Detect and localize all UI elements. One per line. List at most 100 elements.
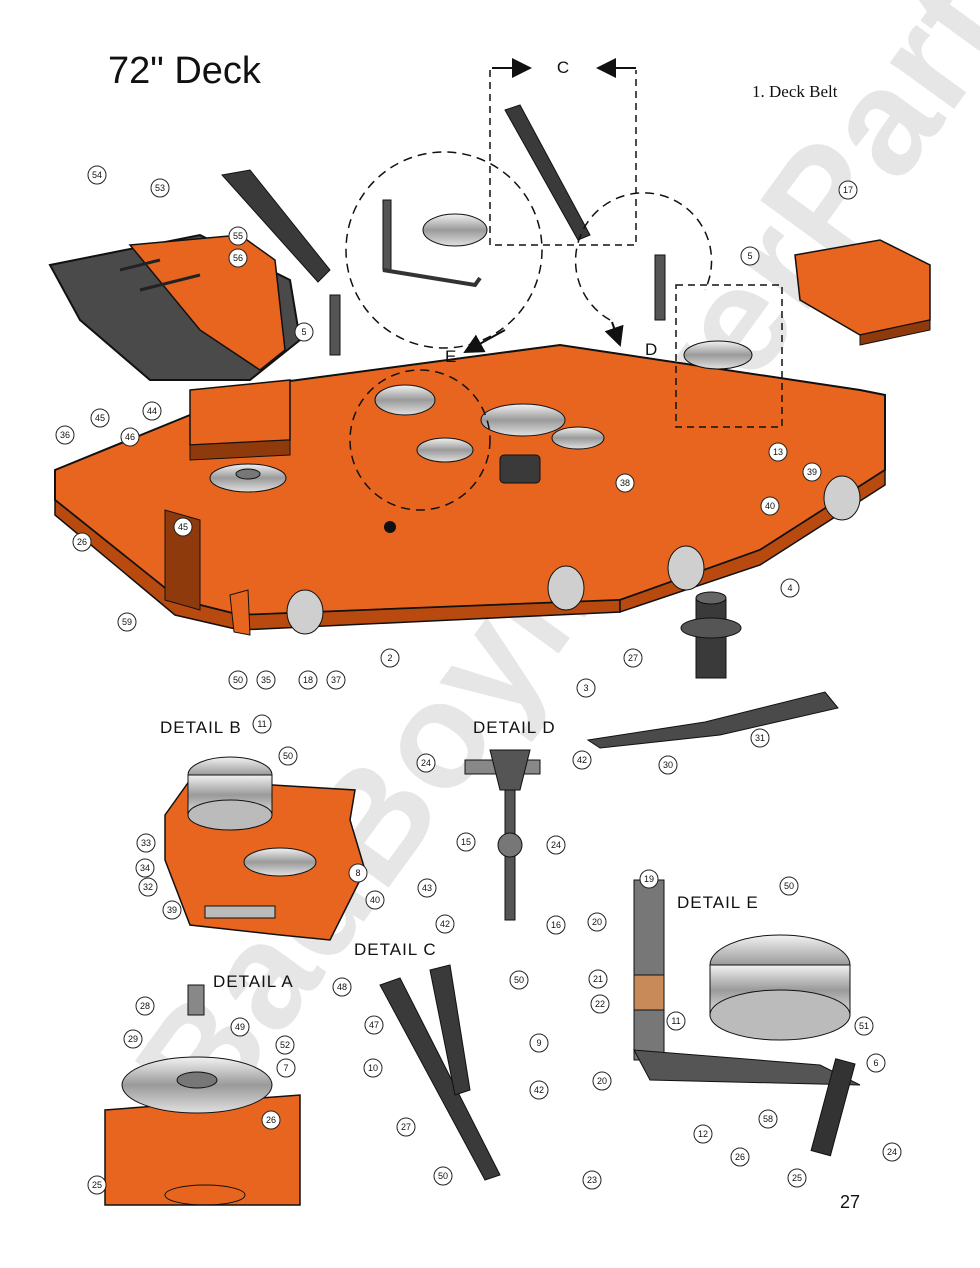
callout-23: 23 xyxy=(582,1170,602,1190)
svg-text:11: 11 xyxy=(257,719,266,729)
callout-51: 51 xyxy=(854,1016,874,1036)
callout-13: 13 xyxy=(768,442,788,462)
callout-34: 34 xyxy=(135,858,155,878)
callout-58: 58 xyxy=(758,1109,778,1129)
svg-text:43: 43 xyxy=(422,883,432,893)
svg-text:26: 26 xyxy=(77,537,87,547)
callout-42: 42 xyxy=(572,750,592,770)
callout-42: 42 xyxy=(435,914,455,934)
svg-text:36: 36 xyxy=(60,430,70,440)
callout-4: 4 xyxy=(780,578,800,598)
callout-56: 56 xyxy=(228,248,248,268)
callout-55: 55 xyxy=(228,226,248,246)
callout-44: 44 xyxy=(142,401,162,421)
gauge-wheels xyxy=(229,475,861,636)
svg-text:54: 54 xyxy=(92,170,102,180)
callout-17: 17 xyxy=(838,180,858,200)
svg-text:27: 27 xyxy=(628,653,638,663)
view-c-frame xyxy=(489,70,637,246)
detail-d xyxy=(464,749,541,921)
svg-text:24: 24 xyxy=(887,1147,897,1157)
svg-text:27: 27 xyxy=(401,1122,411,1132)
callout-22: 22 xyxy=(590,994,610,1014)
callout-24: 24 xyxy=(882,1142,902,1162)
callout-28: 28 xyxy=(135,996,155,1016)
svg-text:11: 11 xyxy=(671,1016,680,1026)
view-e-marker: E xyxy=(445,347,456,366)
svg-text:50: 50 xyxy=(784,881,794,891)
svg-text:53: 53 xyxy=(155,183,165,193)
callout-9: 9 xyxy=(529,1033,549,1053)
svg-text:50: 50 xyxy=(438,1171,448,1181)
callout-12: 12 xyxy=(693,1124,713,1144)
detail-b-label: DETAIL B xyxy=(160,718,242,737)
deck-pulleys xyxy=(209,340,753,493)
svg-text:28: 28 xyxy=(140,1001,150,1011)
callout-49: 49 xyxy=(230,1017,250,1037)
svg-text:10: 10 xyxy=(368,1063,378,1073)
svg-text:13: 13 xyxy=(773,447,783,457)
svg-text:18: 18 xyxy=(303,675,313,685)
callout-52: 52 xyxy=(275,1035,295,1055)
svg-text:51: 51 xyxy=(859,1021,869,1031)
svg-text:16: 16 xyxy=(551,920,561,930)
svg-text:24: 24 xyxy=(421,758,431,768)
detail-a-label: DETAIL A xyxy=(213,972,294,991)
detail-d-label: DETAIL D xyxy=(473,718,556,737)
svg-text:56: 56 xyxy=(233,253,243,263)
view-d-frame xyxy=(675,284,783,428)
view-b-frame xyxy=(349,369,491,511)
detail-c-label: DETAIL C xyxy=(354,940,437,959)
svg-text:4: 4 xyxy=(787,583,792,593)
detail-c xyxy=(379,964,501,1181)
svg-text:6: 6 xyxy=(873,1058,878,1068)
mower-blade xyxy=(586,691,839,749)
detail-b xyxy=(164,756,366,941)
svg-text:33: 33 xyxy=(141,838,151,848)
svg-text:32: 32 xyxy=(143,882,153,892)
callout-50: 50 xyxy=(509,970,529,990)
svg-text:40: 40 xyxy=(370,895,380,905)
callout-54: 54 xyxy=(87,165,107,185)
callout-16: 16 xyxy=(546,915,566,935)
svg-text:55: 55 xyxy=(233,231,243,241)
callout-20: 20 xyxy=(592,1071,612,1091)
svg-text:21: 21 xyxy=(593,974,603,984)
svg-text:52: 52 xyxy=(280,1040,290,1050)
callout-47: 47 xyxy=(364,1015,384,1035)
svg-text:5: 5 xyxy=(301,327,306,337)
svg-text:29: 29 xyxy=(128,1034,138,1044)
callout-50: 50 xyxy=(779,876,799,896)
callout-27: 27 xyxy=(623,648,643,668)
svg-text:12: 12 xyxy=(698,1129,708,1139)
callout-8: 8 xyxy=(348,863,368,883)
callout-35: 35 xyxy=(256,670,276,690)
callout-10: 10 xyxy=(363,1058,383,1078)
callout-50: 50 xyxy=(433,1166,453,1186)
callout-6: 6 xyxy=(866,1053,886,1073)
callout-18: 18 xyxy=(298,670,318,690)
callout-27: 27 xyxy=(396,1117,416,1137)
svg-text:25: 25 xyxy=(92,1180,102,1190)
callout-5: 5 xyxy=(740,246,760,266)
callout-45: 45 xyxy=(173,517,193,537)
svg-text:15: 15 xyxy=(461,837,471,847)
svg-text:38: 38 xyxy=(620,478,630,488)
view-d-marker: D xyxy=(645,340,657,359)
svg-text:42: 42 xyxy=(577,755,587,765)
spindle-assembly xyxy=(680,591,742,679)
discharge-chute xyxy=(48,233,302,381)
svg-text:47: 47 xyxy=(369,1020,379,1030)
svg-text:20: 20 xyxy=(597,1076,607,1086)
svg-text:48: 48 xyxy=(337,982,347,992)
svg-text:7: 7 xyxy=(283,1063,288,1073)
callout-30: 30 xyxy=(658,755,678,775)
mower-deck xyxy=(54,343,886,631)
view-c-marker: C xyxy=(557,58,569,77)
legend-deck-belt: 1. Deck Belt xyxy=(752,82,838,101)
lift-arms xyxy=(221,104,666,356)
svg-text:37: 37 xyxy=(331,675,341,685)
svg-text:40: 40 xyxy=(765,501,775,511)
